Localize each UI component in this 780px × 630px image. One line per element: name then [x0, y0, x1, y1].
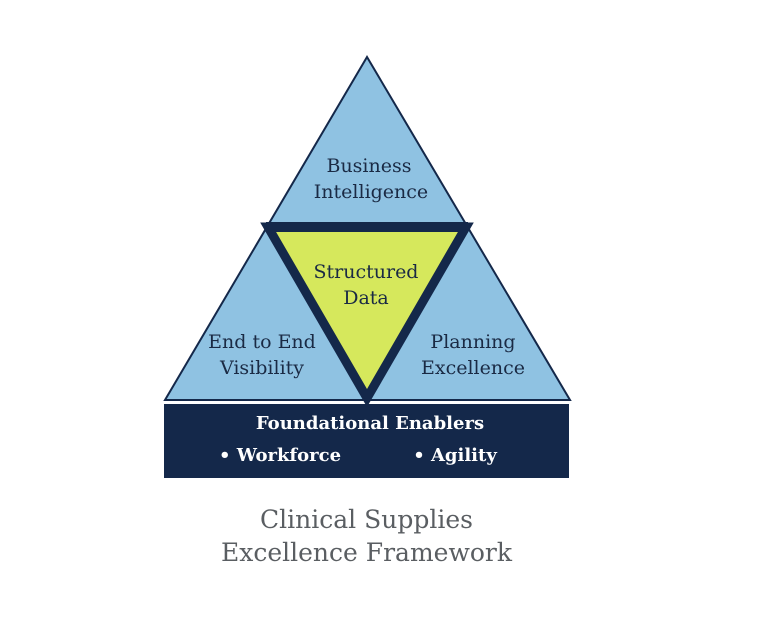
- right-segment-line1: Planning: [430, 331, 515, 353]
- top-segment-line1: Business: [326, 155, 411, 177]
- diagram-caption: Clinical Supplies Excellence Framework: [0, 503, 733, 569]
- caption-line1: Clinical Supplies: [260, 505, 473, 534]
- core-line2: Data: [343, 287, 389, 309]
- foundation-item-workforce: • Workforce: [219, 445, 341, 466]
- left-segment-line1: End to End: [208, 331, 316, 353]
- foundation-band: [164, 404, 569, 478]
- left-segment-line2: Visibility: [219, 357, 304, 379]
- right-segment-line2: Excellence: [421, 357, 525, 379]
- core-line1: Structured: [314, 261, 419, 283]
- foundation-title: Foundational Enablers: [256, 413, 484, 434]
- foundation-item-agility: • Agility: [413, 445, 497, 466]
- top-segment-line2: Intelligence: [314, 181, 428, 203]
- caption-line2: Excellence Framework: [220, 538, 513, 567]
